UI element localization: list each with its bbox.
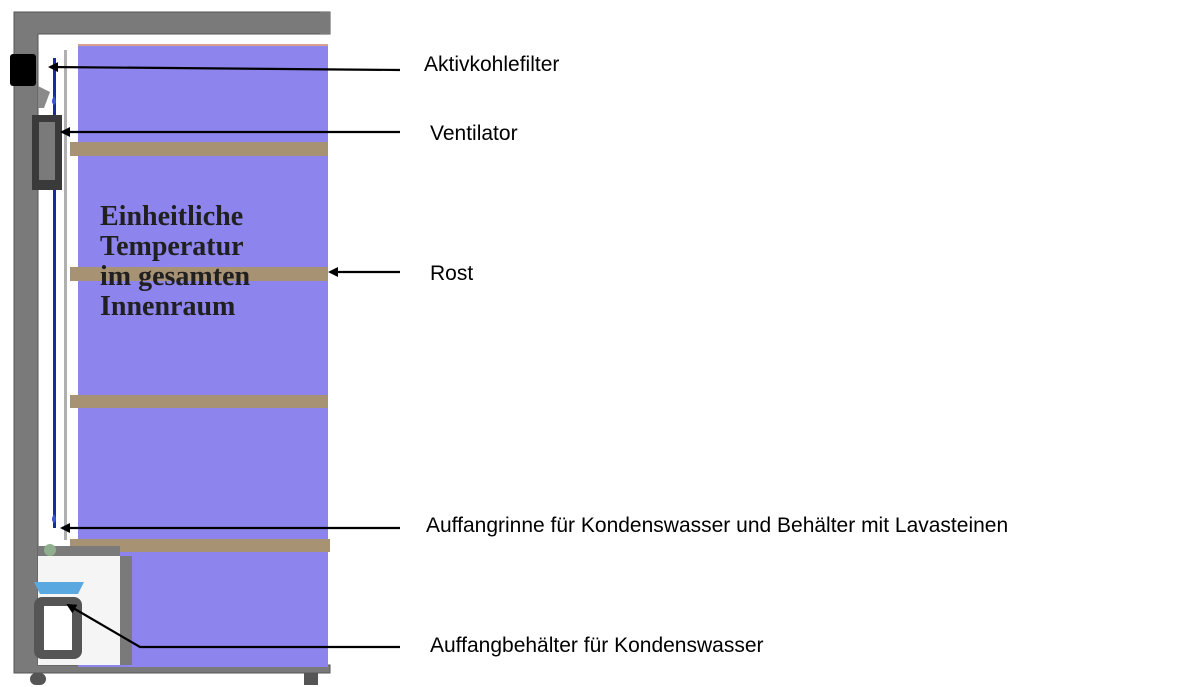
center-label-line-4: Innenraum	[100, 291, 236, 322]
interior-top-edge	[78, 44, 328, 46]
callout-condensate-gutter: Auffangrinne für Kondenswasser und Behäl…	[426, 514, 1009, 537]
lower-compartment-divider	[38, 546, 132, 665]
callout-activated-carbon-filter: Aktivkohlefilter	[424, 53, 560, 76]
uniform-temperature-label: Einheitliche Temperatur im gesamten Inne…	[100, 202, 330, 322]
gutter-stones	[44, 544, 56, 556]
droplet-bottom	[52, 514, 56, 523]
leader-line-filter	[48, 62, 401, 73]
filter-shade	[38, 86, 50, 108]
center-label-line-1: Einheitliche	[100, 201, 244, 232]
cabinet-right-wall	[320, 12, 330, 34]
callout-rack: Rost	[430, 262, 474, 285]
container-water	[34, 582, 84, 594]
foot-left	[30, 673, 46, 685]
shelf-4	[70, 539, 330, 552]
callout-condensate-container: Auffangbehälter für Kondenswasser	[430, 634, 764, 657]
shelf-3	[70, 395, 328, 408]
duct-wall	[64, 50, 67, 540]
fan-core	[39, 122, 55, 180]
droplet-top	[52, 96, 56, 105]
container-inner	[44, 606, 72, 650]
shelf-1	[70, 142, 328, 156]
foot-right	[304, 673, 318, 685]
leader-line-container	[66, 603, 400, 649]
air-duct-line	[53, 58, 56, 528]
center-label-line-2: Temperatur	[100, 231, 244, 262]
center-label-line-3: im gesamten	[100, 261, 251, 292]
shelf-2	[70, 267, 328, 281]
callout-fan: Ventilator	[430, 122, 518, 145]
filter-block	[10, 54, 36, 86]
